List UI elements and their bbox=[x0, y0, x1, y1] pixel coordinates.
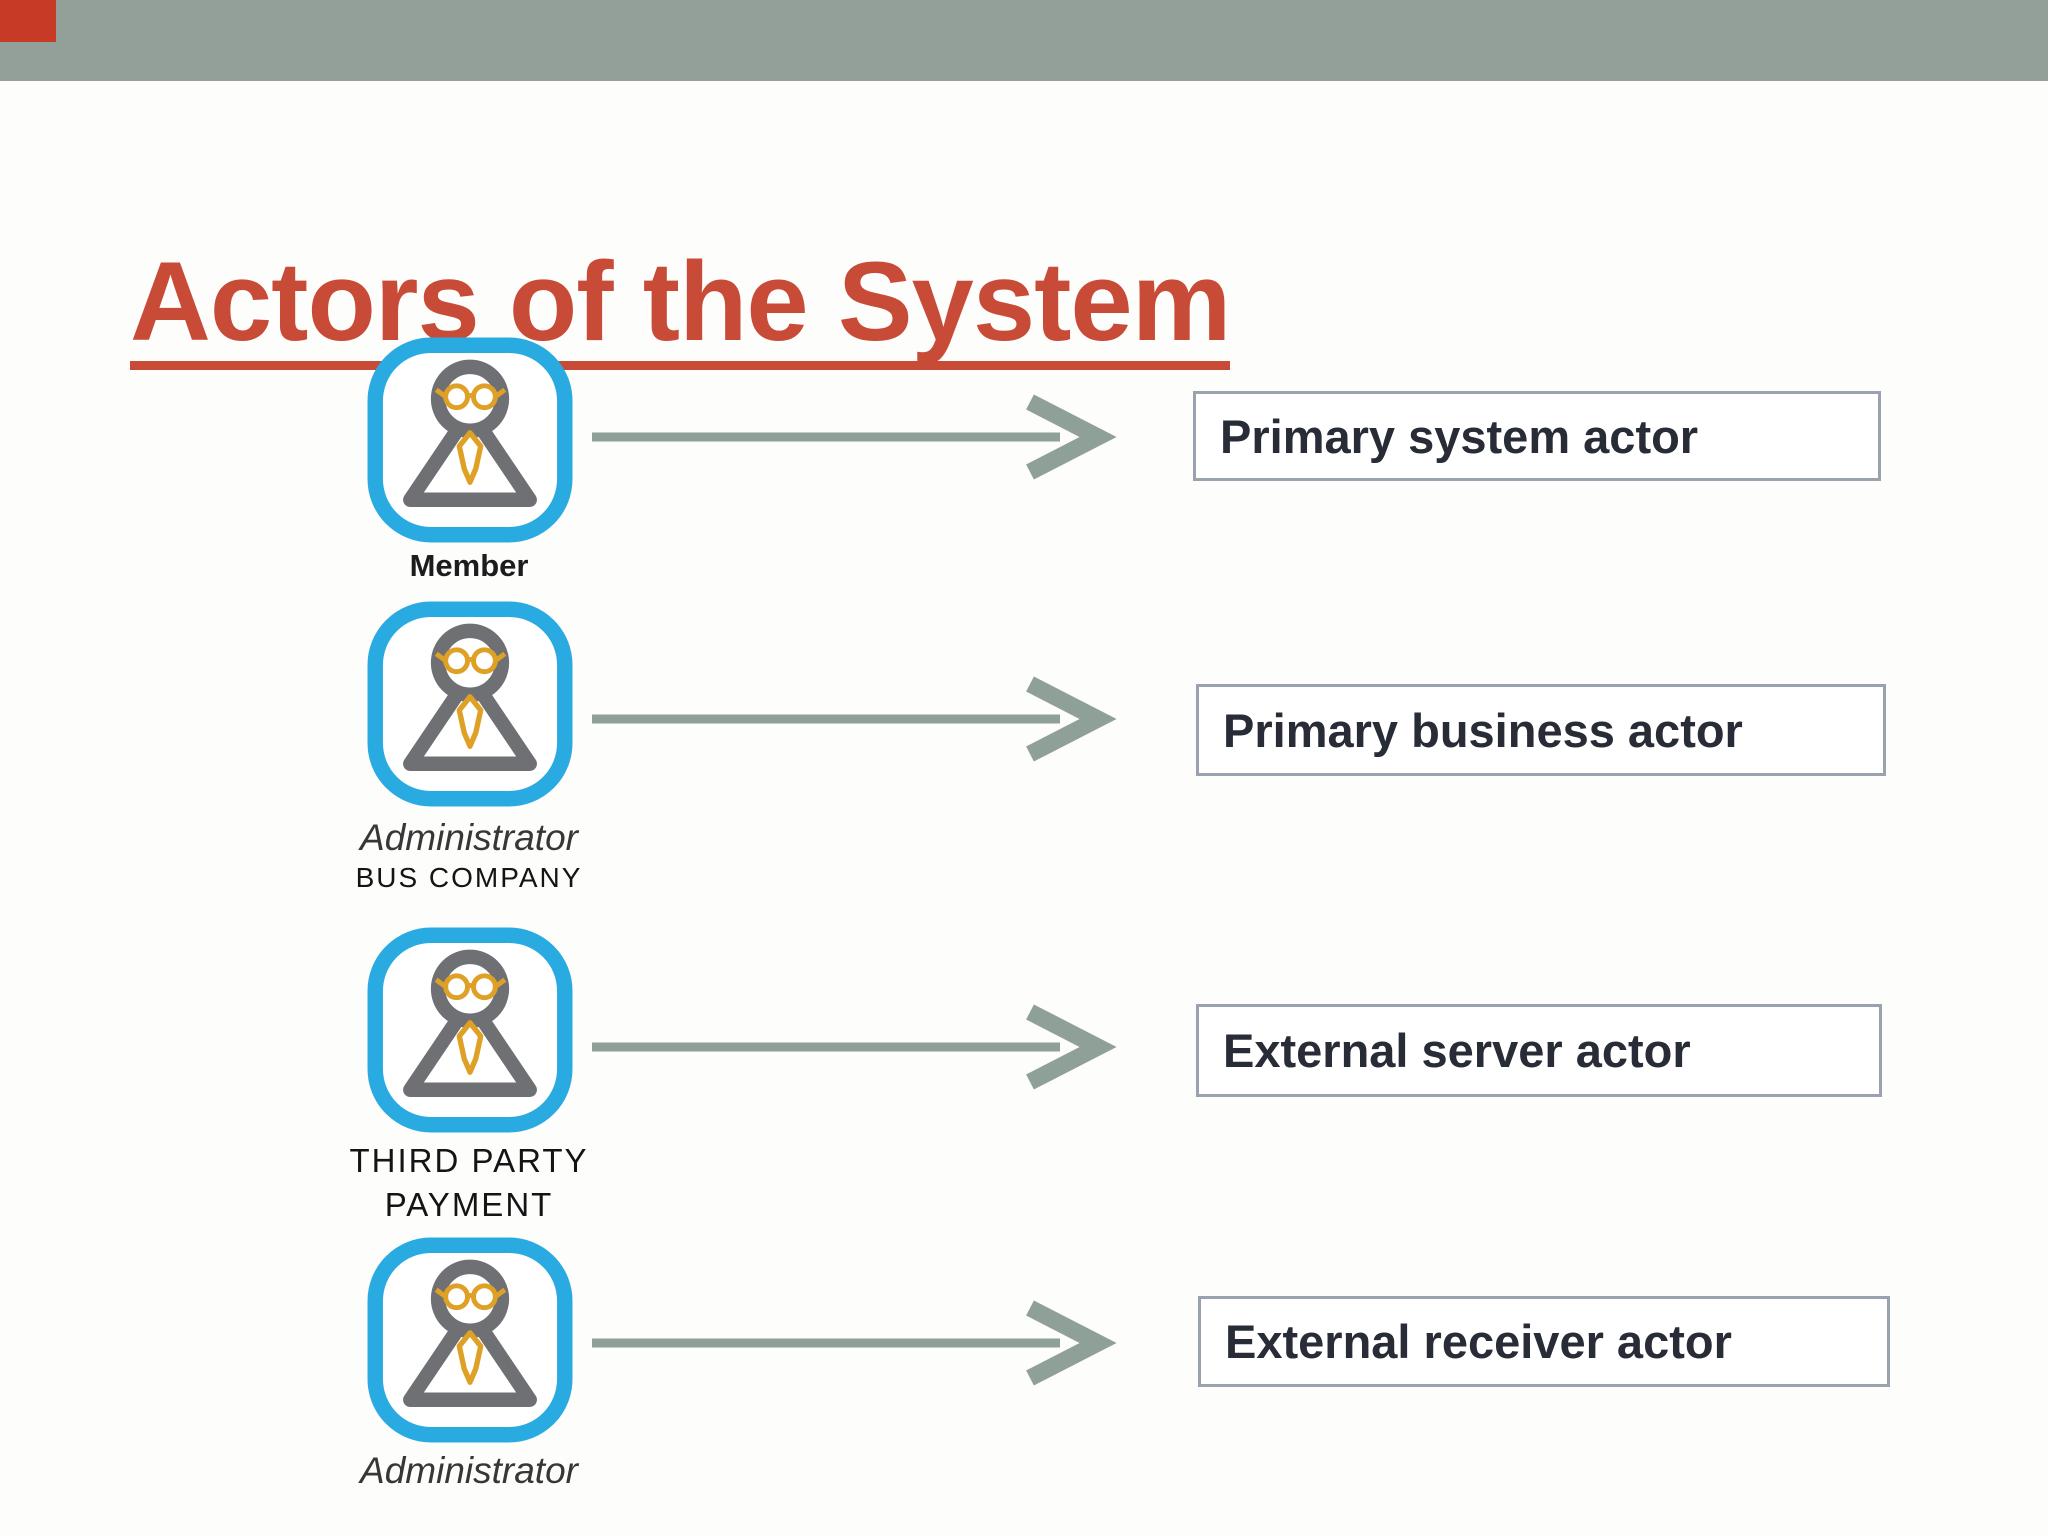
role-box-primary-business-actor: Primary business actor bbox=[1196, 684, 1886, 776]
right-arrow-icon bbox=[592, 1002, 1122, 1092]
right-arrow-icon bbox=[592, 392, 1122, 482]
right-arrow-icon bbox=[592, 1298, 1122, 1388]
actor-label-administrator: Administrator bbox=[360, 817, 578, 858]
actor-sublabel-bus-company: BUS COMPANY bbox=[355, 862, 583, 893]
red-corner-accent bbox=[0, 0, 56, 42]
person-icon bbox=[364, 927, 576, 1133]
actor-label-member: Member bbox=[409, 548, 529, 583]
role-box-external-receiver-actor: External receiver actor bbox=[1198, 1296, 1890, 1387]
person-icon bbox=[364, 601, 576, 807]
right-arrow-icon bbox=[592, 674, 1122, 764]
actor-label-third-party: THIRD PARTY bbox=[349, 1142, 589, 1179]
actor-label-administrator: Administrator bbox=[360, 1450, 578, 1491]
role-box-external-server-actor: External server actor bbox=[1196, 1004, 1882, 1097]
page-title: Actors of the System bbox=[130, 246, 1231, 371]
role-box-primary-system-actor: Primary system actor bbox=[1193, 391, 1881, 481]
top-banner bbox=[0, 0, 2048, 81]
person-icon bbox=[364, 1237, 576, 1443]
person-icon bbox=[364, 337, 576, 543]
actor-sublabel-payment: PAYMENT bbox=[384, 1186, 554, 1223]
